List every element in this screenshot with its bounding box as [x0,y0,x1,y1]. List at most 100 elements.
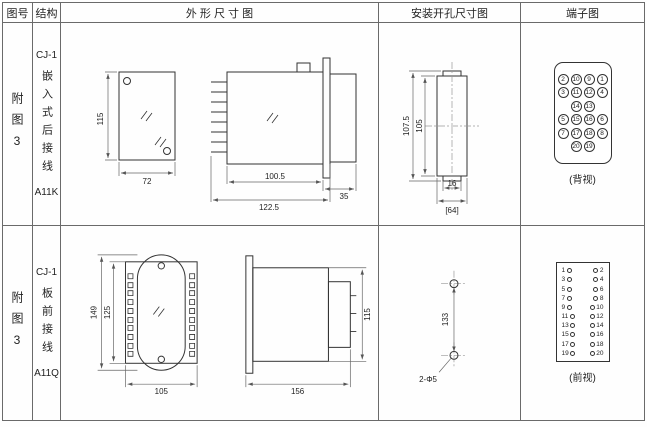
terminal-pin: 14 [570,100,582,112]
terminal-pin: 3 [557,87,569,99]
terminal-number: 16 [596,331,604,339]
terminal-pin [593,277,599,283]
terminal-number: 1 [561,267,566,275]
terminal-number: 13 [561,322,569,330]
terminal-pin: 17 [570,127,582,139]
relay-model: A11K [34,187,59,198]
fig-cell-a11q: 附图3 [3,226,33,420]
dim-a11k-hole-inner: 105 [415,119,424,133]
terminal-pin [566,304,572,310]
header-fig-number: 图号 [3,3,33,23]
dim-a11k-hole-notch: 16 [447,179,456,188]
terminal-pin: 7 [557,127,569,139]
dim-a11q-front-width: 105 [154,387,168,396]
header-fig-label: 图号 [6,7,29,20]
terminal-pin: 20 [570,141,582,153]
outline-cell-a11q: 149 125 105 156 115 [61,226,379,420]
terminal-number: 7 [561,294,566,302]
terminal-number: 14 [596,322,604,330]
terminal-pin: 10 [570,73,582,85]
terminal-number: 20 [596,349,604,357]
header-mounting: 安装开孔尺寸图 [379,3,521,23]
header-terminal: 端子图 [521,3,644,23]
terminal-pin [593,295,599,301]
terminal-pin [570,332,576,338]
terminal-pin: 12 [583,87,595,99]
terminal-row: 11 12 [557,313,609,321]
relay-series: CJ-1 [35,50,58,61]
dim-a11k-front-height: 115 [96,112,105,125]
dim-a11k-depth-body: 100.5 [264,172,285,181]
terminal-pin: 2 [557,73,569,85]
dim-a11q-hole-note: 2-Φ5 [419,375,437,384]
terminal-pin: 4 [596,87,608,99]
terminal-pin [566,295,572,301]
dim-a11q-side-height: 115 [363,308,372,321]
terminal-pin [589,304,595,310]
terminal-pin [566,286,572,292]
header-outline-label: 外 形 尺 寸 图 [185,7,254,20]
terminal-pin: 9 [583,73,595,85]
relay-series: CJ-1 [35,267,58,278]
outline-drawing-a11q: 149 125 105 156 115 [89,254,372,396]
terminal-number: 11 [561,313,569,321]
terminal-pin: 6 [596,114,608,126]
terminal-pin: 16 [583,114,595,126]
terminal-pin: 19 [583,141,595,153]
dim-a11k-bezel: 35 [339,192,348,201]
terminal-pin [589,341,595,347]
terminal-pin: 1 [596,73,608,85]
header-structure: 结构 [33,3,61,23]
terminal-number: 6 [599,285,604,293]
terminal-pin [589,332,595,338]
terminal-number: 8 [599,294,604,302]
fig-cell-a11k: 附图3 [3,23,33,226]
terminal-pin [593,286,599,292]
terminal-number: 17 [561,340,569,348]
terminal-number: 9 [561,303,566,311]
terminal-number: 15 [561,331,569,339]
terminal-number: 2 [599,267,604,275]
mounting-drawing-a11k: 107.5 105 16 [64] [402,62,479,215]
terminal-number: 5 [561,285,566,293]
terminal-number: 4 [599,276,604,284]
outline-cell-a11k: 115 72 100.5 122.5 35 [61,23,379,226]
terminal-pin [566,277,572,283]
terminal-number: 3 [561,276,566,284]
terminal-view-label: (背视) [569,175,596,186]
terminal-pin [570,350,576,356]
dim-a11q-front-height-outer: 149 [89,305,98,319]
relay-model: A11Q [34,368,59,379]
dim-a11q-side-length: 156 [290,387,304,396]
terminal-pin [589,314,595,320]
dim-a11k-front-width: 72 [142,177,151,186]
outline-drawing-a11k: 115 72 100.5 122.5 35 [96,57,356,212]
header-structure-label: 结构 [35,7,58,20]
terminal-number: 19 [561,349,569,357]
terminal-pin: 8 [596,127,608,139]
terminal-number: 12 [596,313,604,321]
structure-cell-a11k: CJ-1 嵌入式后接线 A11K [33,23,61,226]
terminal-row: 13 14 [557,322,609,330]
terminal-pin: 15 [570,114,582,126]
structure-description: 嵌入式后接线 [40,70,53,178]
structure-description: 板前接线 [40,287,53,359]
